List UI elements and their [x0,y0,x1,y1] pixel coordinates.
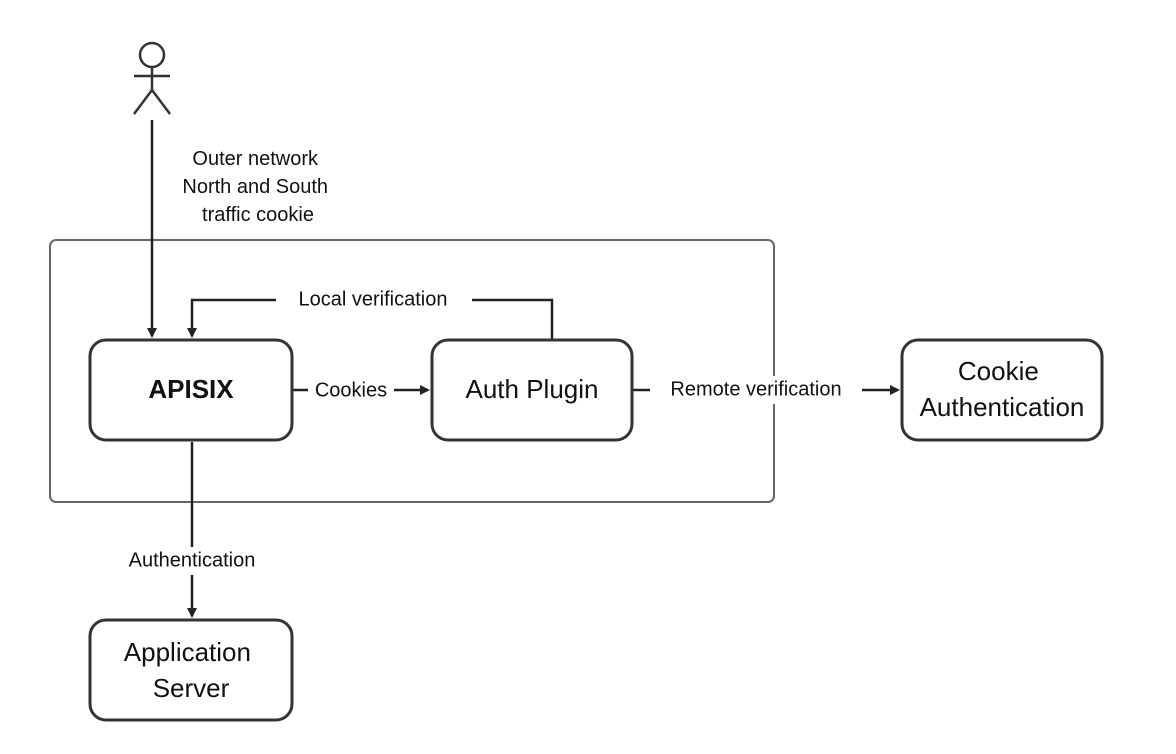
auth-plugin-node: Auth Plugin [430,338,634,442]
apisix-node: APISIX [88,338,294,442]
application-server-label: Application Server [124,637,258,703]
remote-verification-label: Remote verification [670,378,841,400]
authentication-label: Authentication [129,549,256,571]
gateway-boundary [49,239,775,503]
cookies-label: Cookies [315,379,387,401]
cookie-authentication-label: Cookie Authentication [920,356,1085,422]
application-server-node: Application Server [88,618,294,722]
local-verification-label: Local verification [299,288,448,310]
cookie-authentication-node: Cookie Authentication [900,338,1104,442]
outer-network-label: Outer network North and South traffic co… [182,148,333,226]
auth-plugin-label: Auth Plugin [466,374,599,404]
apisix-label: APISIX [148,374,234,404]
user-actor-icon [133,41,171,115]
